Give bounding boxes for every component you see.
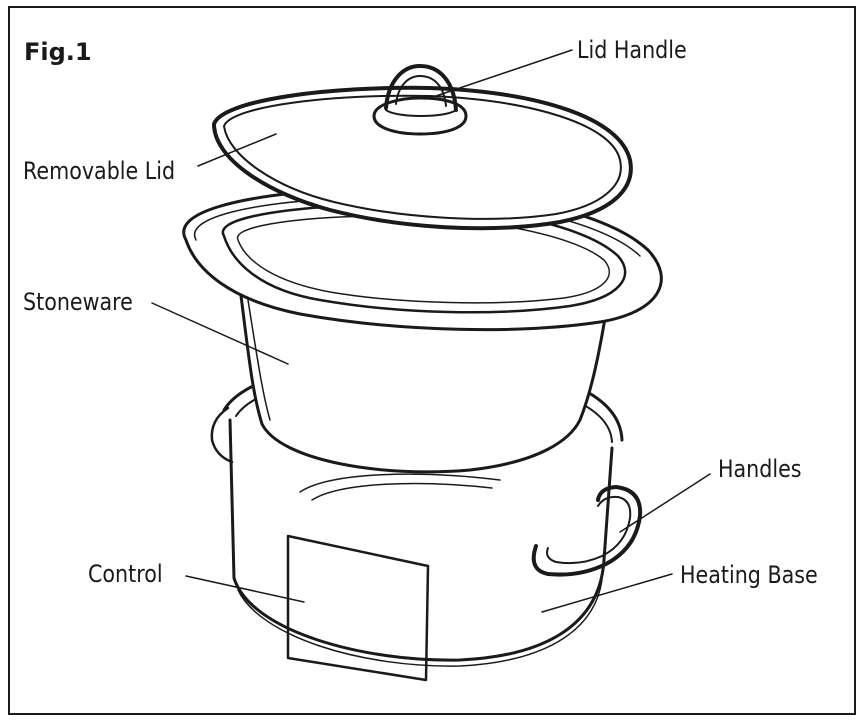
stoneware — [182, 186, 663, 474]
figure-frame — [8, 6, 856, 715]
control-panel — [286, 534, 430, 682]
label-stoneware: Stoneware — [23, 288, 133, 316]
leader-lines — [151, 49, 711, 613]
removable-lid — [212, 64, 633, 231]
base-handle — [531, 485, 643, 577]
figure-title: Fig.1 — [24, 38, 92, 66]
lid-handle — [372, 64, 468, 136]
label-removable-lid: Removable Lid — [23, 157, 176, 185]
label-handles: Handles — [718, 455, 802, 483]
label-control: Control — [88, 560, 163, 588]
label-heating-base: Heating Base — [680, 561, 818, 589]
label-lid-handle: Lid Handle — [577, 36, 687, 64]
